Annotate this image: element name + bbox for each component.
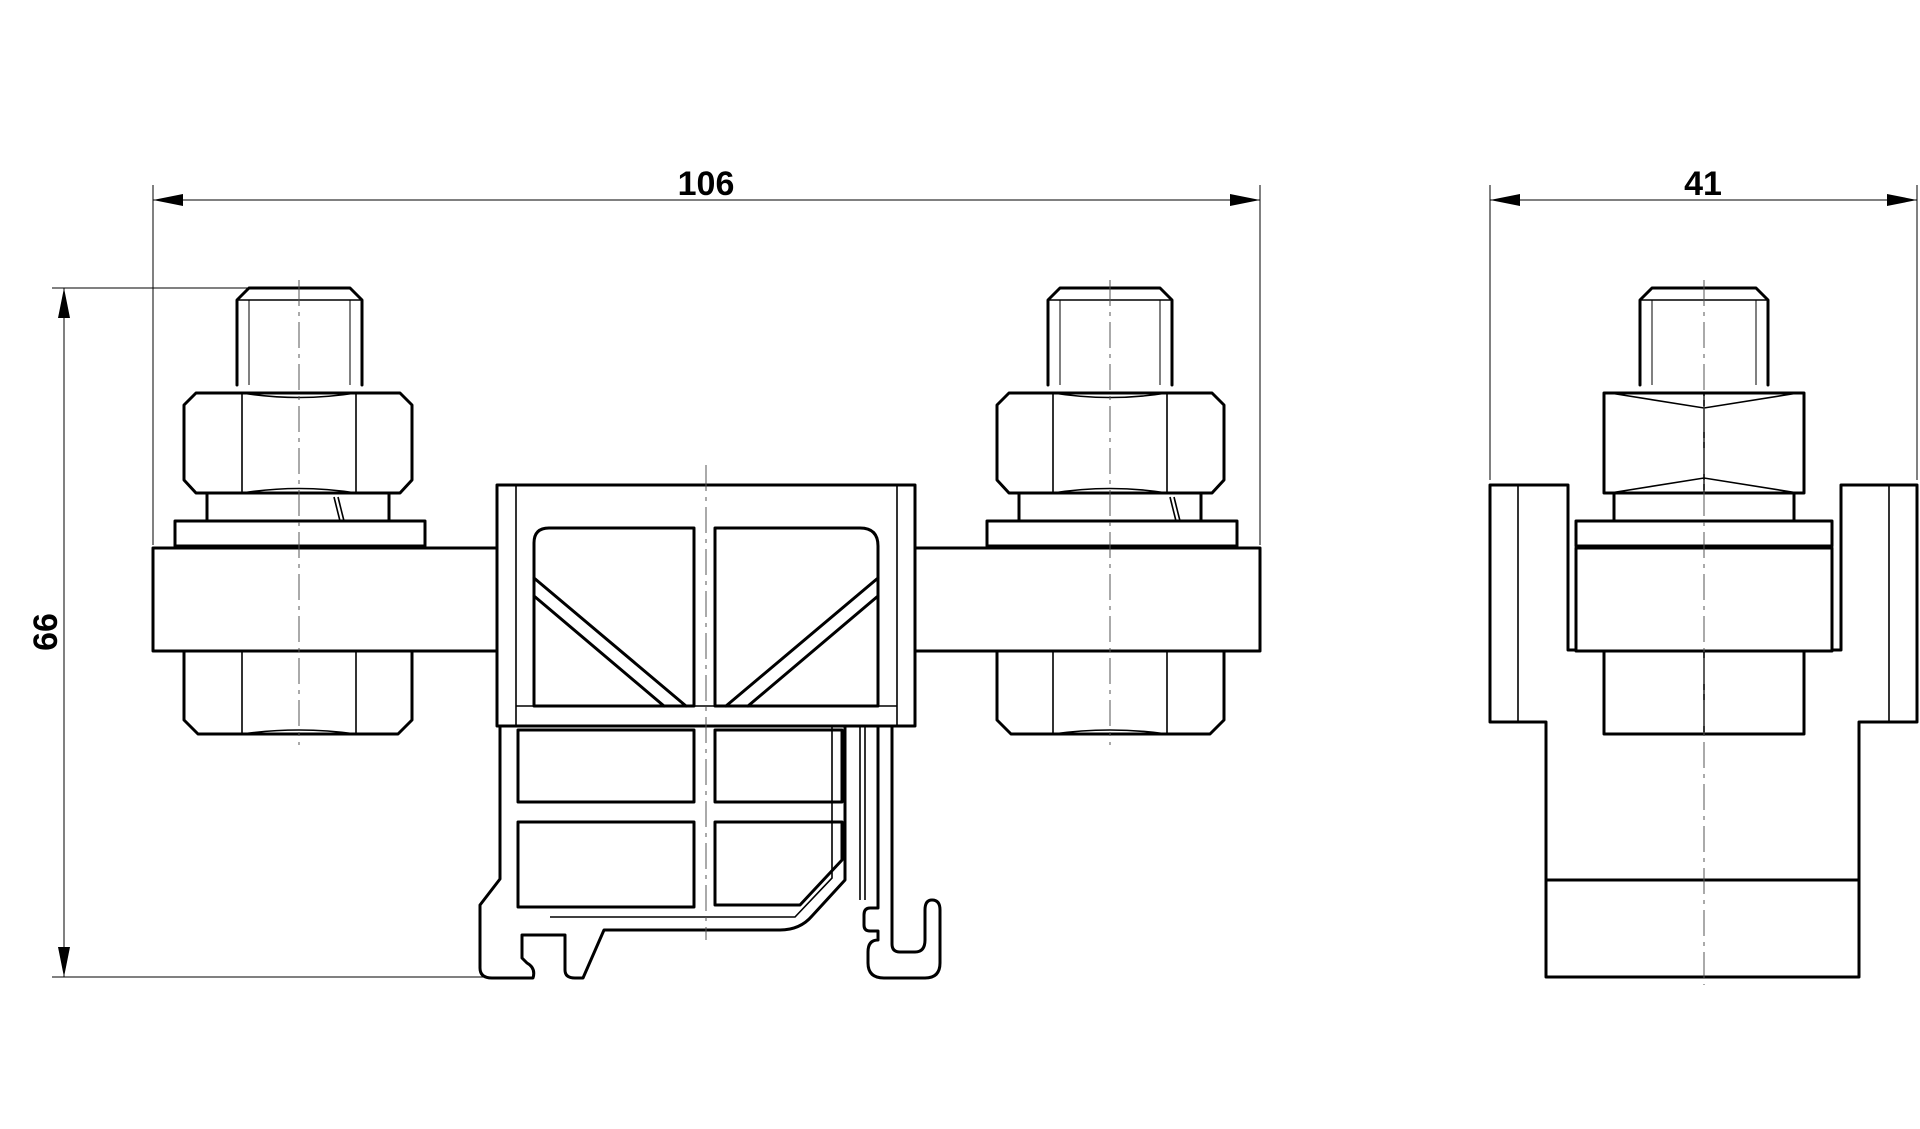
left-bolt-assembly xyxy=(173,286,427,736)
busbar xyxy=(151,546,1262,653)
center-lines xyxy=(298,280,1705,985)
right-bolt-assembly xyxy=(985,286,1239,736)
dimension-length-label: 106 xyxy=(678,165,735,203)
dimension-length: 106 xyxy=(152,165,1261,545)
dimension-height-label: 66 xyxy=(27,613,65,651)
dimension-height: 66 xyxy=(27,287,490,978)
insulator-housing xyxy=(478,483,942,980)
dimension-side-width-label: 41 xyxy=(1684,165,1722,203)
dimension-side-width: 41 xyxy=(1489,165,1918,480)
